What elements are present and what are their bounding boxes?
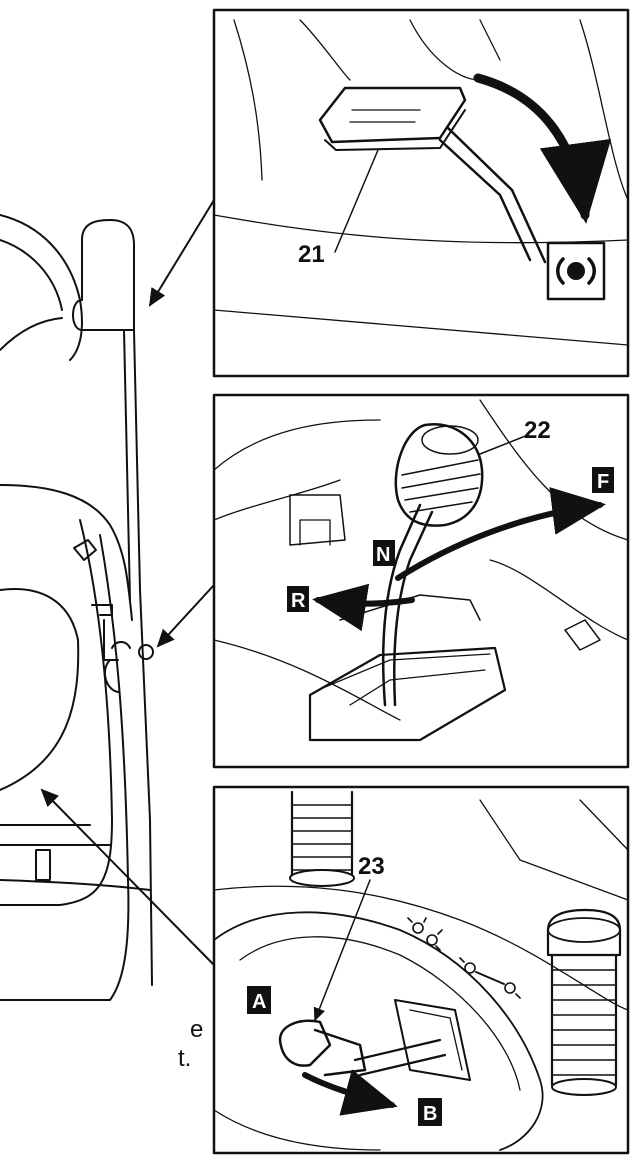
callout-23: 23 (358, 853, 385, 880)
tag-neutral: N (376, 544, 390, 566)
pointer-arrow-lever (40, 788, 215, 966)
parking-brake-symbol-text: (●) (0, 0, 2, 1)
shift-lever-icon (381, 422, 484, 707)
callout-line-22 (479, 434, 529, 455)
callout-22: 22 (524, 417, 551, 444)
spring-post-left-icon (289, 790, 355, 887)
pointer-arrow-brake (148, 199, 215, 307)
tag-reverse: R (291, 590, 306, 612)
callout-21: 21 (298, 241, 325, 268)
selector-lever-icon (278, 1019, 367, 1077)
gear-speed-icons (407, 917, 521, 999)
text-fragment-2: t. (178, 1045, 192, 1072)
vehicle-side-view (0, 214, 154, 1001)
brake-pedal-icon (318, 86, 547, 264)
lever-direction-arrow (302, 1069, 398, 1116)
callout-line-21 (334, 149, 379, 253)
pointer-arrow-shift (156, 584, 215, 648)
panel-shift: 22 F N R (212, 393, 630, 769)
panel-brake: 21 (●) (0, 0, 630, 378)
parking-brake-icon (556, 257, 596, 285)
panel-lever: 23 A B (212, 785, 630, 1155)
parking-brake-symbol-box (546, 241, 606, 301)
text-fragment-1: e (190, 1016, 204, 1043)
tag-b: B (423, 1103, 437, 1125)
press-direction-arrow (473, 73, 612, 224)
callout-line-23 (313, 879, 371, 1022)
reverse-direction-arrow (312, 583, 415, 632)
tag-forward: F (597, 471, 609, 493)
forward-direction-arrow (395, 487, 606, 581)
tag-a: A (252, 991, 266, 1013)
spring-post-right-icon (546, 908, 622, 1096)
